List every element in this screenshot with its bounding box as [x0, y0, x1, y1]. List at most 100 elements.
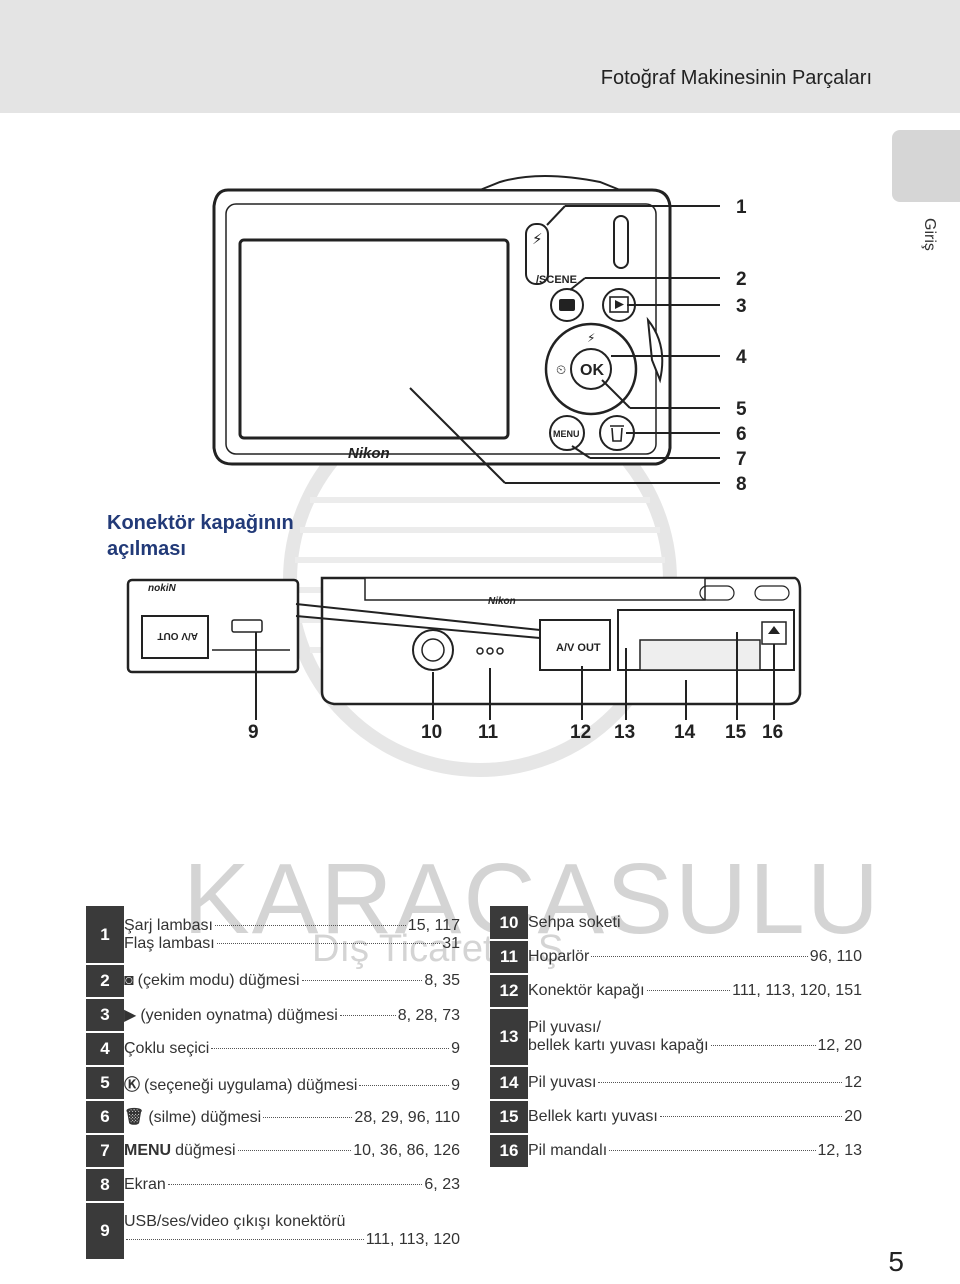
menu-button[interactable]	[549, 415, 585, 451]
page-reference[interactable]: 8, 28, 73	[397, 1007, 460, 1024]
callout-11: 11	[478, 722, 499, 743]
part-number: 16	[490, 1134, 528, 1169]
leader-dots	[237, 1150, 352, 1151]
page-reference[interactable]: 111, 113, 120, 151	[732, 982, 862, 999]
part-label: USB/ses/video çıkışı konektörü	[124, 1213, 346, 1230]
part-number: 1	[86, 906, 124, 965]
page-reference[interactable]: 20	[844, 1108, 862, 1125]
part-number: 13	[490, 1008, 528, 1067]
part-number: 7	[86, 1134, 124, 1169]
part-entry: 111, 113, 120	[124, 1231, 460, 1249]
camera-diagram: Nikon ⚡ /SCENE OK ⚡ ⏲ MENU 1 2 3 4	[126, 175, 802, 743]
svg-text:⏲: ⏲	[556, 363, 566, 378]
page-reference[interactable]: 111, 113, 120	[365, 1231, 460, 1248]
page-reference[interactable]: 12, 13	[817, 1142, 862, 1159]
part-label: Bellek kartı yuvası	[528, 1108, 658, 1125]
callout-1: 1	[736, 197, 747, 218]
leader-dots	[126, 1239, 364, 1240]
connector-cover[interactable]	[539, 619, 611, 671]
part-entry: Konektör kapağı 111, 113, 120, 151	[528, 982, 862, 1000]
leader-dots	[659, 1116, 843, 1117]
part-label: (yeniden oynatma) düğmesi	[140, 1007, 338, 1024]
callout-9: 9	[248, 722, 259, 743]
part-number: 15	[490, 1100, 528, 1135]
page-reference[interactable]: 6, 23	[424, 1176, 460, 1193]
ok-icon: Ⓚ	[124, 1077, 141, 1094]
part-entry: Hoparlör 96, 110	[528, 948, 862, 966]
callout-4: 4	[736, 347, 747, 368]
leader-dots	[216, 943, 441, 944]
svg-text:MENU: MENU	[553, 429, 580, 439]
ok-button[interactable]	[570, 348, 612, 390]
callout-3: 3	[736, 296, 747, 317]
page-reference[interactable]: 9	[451, 1077, 460, 1094]
part-label: (silme) düğmesi	[148, 1109, 262, 1126]
page-reference[interactable]: 96, 110	[809, 948, 862, 965]
page-reference[interactable]: 12	[844, 1074, 862, 1091]
part-entry: ◙(çekim modu) düğmesi 8, 35	[124, 972, 460, 990]
part-number: 5	[86, 1066, 124, 1101]
part-description: Pil yuvası/bellek kartı yuvası kapağı 12,…	[528, 1008, 862, 1066]
part-description: Konektör kapağı 111, 113, 120, 151	[528, 974, 862, 1008]
leader-dots	[609, 1150, 816, 1151]
chapter-tab[interactable]	[892, 130, 960, 202]
page-reference[interactable]: 12, 20	[817, 1037, 862, 1054]
part-label: Hoparlör	[528, 948, 590, 965]
svg-text:A/V OUT: A/V OUT	[157, 630, 198, 641]
connector-section-title: Konektör kapağının açılması	[107, 512, 294, 560]
part-row: 2◙(çekim modu) düğmesi 8, 35	[86, 964, 460, 999]
part-number: 4	[86, 1032, 124, 1067]
svg-text:OK: OK	[580, 362, 604, 379]
part-label: (çekim modu) düğmesi	[137, 972, 300, 989]
page-reference[interactable]: 31	[442, 935, 460, 952]
callout-8: 8	[736, 474, 747, 495]
page-reference[interactable]: 28, 29, 96, 110	[354, 1109, 460, 1126]
svg-text:⚡: ⚡	[587, 331, 595, 345]
part-description: USB/ses/video çıkışı konektörü 111, 113, …	[124, 1202, 460, 1260]
part-number: 12	[490, 974, 528, 1009]
page-reference[interactable]: 15, 117	[407, 917, 460, 934]
page-reference[interactable]: 10, 36, 86, 126	[353, 1142, 460, 1159]
brand-logo: Nikon	[348, 445, 390, 462]
part-entry: Flaş lambası 31	[124, 935, 460, 953]
camera-icon: ◙	[124, 972, 134, 989]
part-description: Hoparlör 96, 110	[528, 940, 862, 974]
part-label: bellek kartı yuvası kapağı	[528, 1037, 709, 1054]
part-description: Bellek kartı yuvası 20	[528, 1100, 862, 1134]
part-entry: Pil yuvası 12	[528, 1074, 862, 1092]
svg-text:Nikon: Nikon	[488, 596, 516, 607]
part-label: Pil yuvası	[528, 1074, 597, 1091]
part-label: Konektör kapağı	[528, 982, 645, 999]
page-reference[interactable]: 9	[451, 1040, 460, 1057]
leader-dots	[167, 1184, 423, 1185]
part-entry: Pil yuvası/	[528, 1019, 862, 1037]
part-number: 9	[86, 1202, 124, 1261]
part-label: Flaş lambası	[124, 935, 215, 952]
part-number: 2	[86, 964, 124, 999]
play-icon: ▶	[124, 1007, 137, 1024]
page-reference[interactable]: 8, 35	[424, 972, 460, 989]
callout-2: 2	[736, 269, 747, 290]
callout-15: 15	[725, 722, 747, 743]
callout-16: 16	[762, 722, 783, 743]
page-title: Fotoğraf Makinesinin Parçaları	[600, 67, 872, 89]
